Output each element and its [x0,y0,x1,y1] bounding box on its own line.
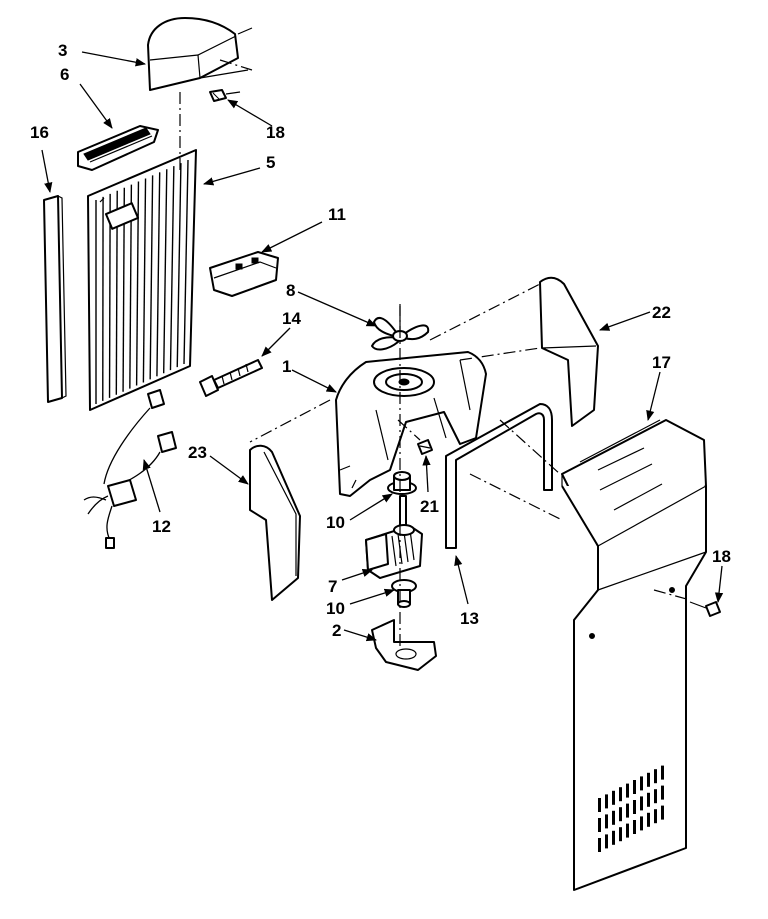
vent-slot [633,800,636,814]
vent-slot [661,785,664,800]
callout-5: 5 [266,153,275,172]
vent-slot [605,814,608,829]
vent-slot [654,809,657,824]
part-22-side-panel [539,276,599,427]
callout-3: 3 [58,41,67,60]
vent-slot [605,834,608,849]
part-10-bushing-lower [391,579,417,608]
part-7-fan-motor [365,524,423,579]
vent-slot [647,772,650,787]
callout-18-right: 18 [712,547,731,566]
callout-12: 12 [152,517,171,536]
callout-1: 1 [282,357,291,376]
vent-slot [612,830,615,845]
callout-labels: 3 6 16 18 5 11 8 14 1 22 17 23 21 12 10 … [30,41,731,640]
part-1-fan-housing [335,351,487,497]
callout-22: 22 [652,303,671,322]
callout-17: 17 [652,353,671,372]
callout-10-upper: 10 [326,513,345,532]
callout-13: 13 [460,609,479,628]
callout-11: 11 [328,205,346,224]
part-11-bracket [209,251,279,297]
callout-16: 16 [30,123,49,142]
vent-slot [640,816,643,831]
vent-slot [661,765,664,780]
vent-slot [619,787,622,802]
vent-slot [626,823,629,838]
callout-6: 6 [60,65,69,84]
vent-slot [633,780,636,794]
part-21-screw [417,439,433,455]
callout-8: 8 [286,281,295,300]
part-17-rear-cover [561,419,707,891]
callout-21: 21 [420,497,439,516]
part-10-bushing-upper [387,471,417,495]
part-3-duct-cap [147,17,253,91]
part-23-side-panel [249,444,301,601]
vent-slot [605,794,608,809]
panel-rib [169,166,175,371]
part-6-grille [77,125,159,171]
panel-rib [162,169,168,374]
panel-rib [156,172,161,377]
callout-18-top: 18 [266,123,285,142]
vent-slot [598,838,601,852]
callout-14: 14 [282,309,301,328]
part-14-heater [199,359,263,397]
part-18-screw-right [689,601,721,617]
vent-slot [654,769,657,784]
part-12-wiring-harness [83,389,177,549]
vent-slot [619,827,622,842]
vent-slot [661,805,664,820]
vent-slot [640,796,643,811]
callout-23: 23 [188,443,207,462]
vent-slot [619,807,622,822]
panel-rib [176,163,182,368]
panel-rib [149,175,154,380]
vent-slot [626,783,629,798]
motor-shaft [399,495,407,529]
vent-slot [647,792,650,807]
vent-slot [633,820,636,834]
panel-rib [135,181,140,386]
vent-slot [654,789,657,804]
part-2-motor-mount [371,619,437,671]
part-5-cover-panel [87,149,197,411]
part-18-screw-top [209,89,241,102]
panel-rib [183,159,189,365]
vent-slot [598,818,601,832]
panel-rib [108,193,111,398]
callout-2: 2 [332,621,341,640]
vent-slot [647,812,650,827]
panel-rib [142,178,147,383]
vent-slot [640,776,643,791]
vent-slot [612,790,615,805]
part-13-gasket [445,403,553,549]
alignment-lines [179,59,691,650]
vent-slot [626,803,629,818]
part-16-strip [43,195,67,403]
vent-slot [598,798,601,812]
callout-7: 7 [328,577,337,596]
vent-slot [612,810,615,825]
callout-10-lower: 10 [326,599,345,618]
leader-arrows [41,51,724,642]
